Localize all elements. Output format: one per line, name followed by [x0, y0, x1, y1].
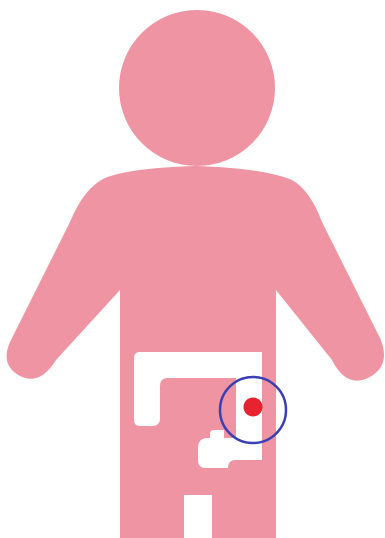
human-figure-icon: [7, 10, 384, 538]
head-shape: [119, 10, 275, 166]
colon-notch: [210, 430, 224, 438]
marker-dot: [244, 398, 263, 417]
